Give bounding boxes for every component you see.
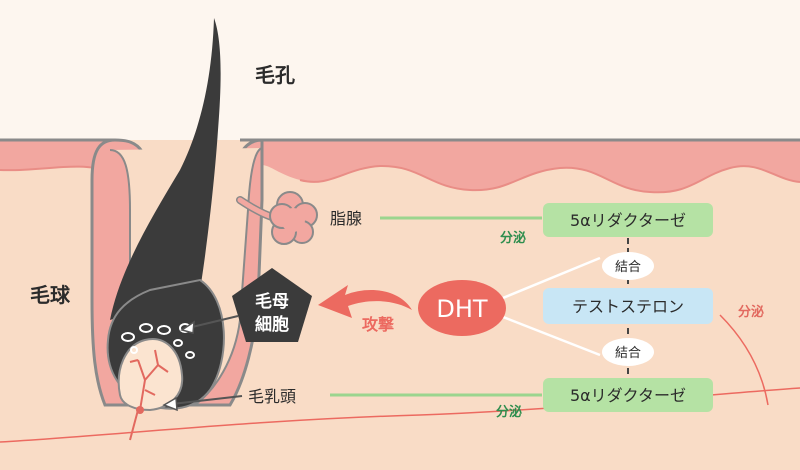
reductase-label-bottom: 5αリダクターゼ (570, 386, 686, 405)
bind-oval-bottom (602, 338, 654, 366)
hair-shaft (110, 18, 221, 320)
matrix-pointer-head (180, 320, 195, 334)
matrix-cell-pentagon (232, 268, 312, 342)
bind-label-bottom: 結合 (615, 346, 641, 361)
secretion-label-right: 分泌 (738, 304, 764, 320)
epidermis-layer-right (262, 140, 800, 193)
hair-bulb-label: 毛球 (30, 283, 71, 307)
papilla-pointer (171, 395, 243, 405)
dht-link-bottom (497, 313, 601, 357)
right-curve (719, 314, 769, 406)
dht-label: DHT (436, 295, 488, 323)
reductase-label-top: 5αリダクターゼ (570, 211, 686, 230)
secretion-label-top: 分泌 (500, 230, 526, 246)
reductase-box-top (543, 203, 713, 237)
dht-ellipse (418, 280, 506, 336)
attack-arrow (318, 285, 412, 318)
secretion-label-bottom: 分泌 (496, 404, 522, 420)
sebaceous-gland-label: 脂腺 (330, 209, 362, 228)
reductase-box-bottom (543, 378, 713, 412)
bind-label-top: 結合 (615, 260, 641, 275)
dermal-papilla-label: 毛乳頭 (248, 387, 296, 406)
sebaceous-gland-shape (269, 191, 318, 245)
dht-link-top (497, 256, 601, 302)
blood-vessel (129, 349, 169, 441)
attack-label: 攻撃 (362, 315, 394, 334)
pore-label: 毛孔 (255, 63, 295, 87)
matrix-pointer (187, 315, 239, 329)
papilla-pointer-head (162, 396, 178, 412)
testosterone-label: テストステロン (572, 297, 684, 316)
testosterone-box (543, 288, 713, 324)
bind-oval-top (602, 252, 654, 280)
blood-node (136, 406, 144, 414)
matrix-cell-label-1: 毛母 (255, 291, 289, 312)
matrix-cell-label-2: 細胞 (255, 314, 289, 335)
